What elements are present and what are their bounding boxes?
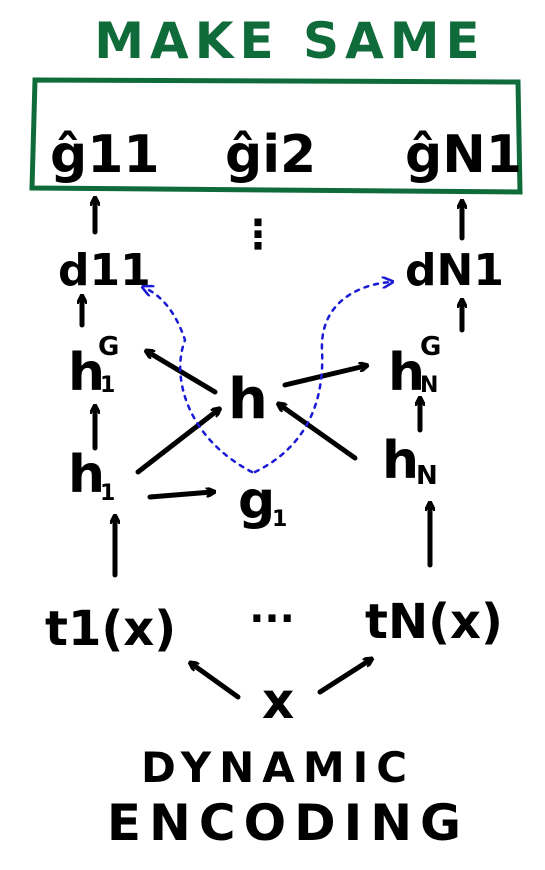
node-h1G-sub: 1 — [100, 373, 115, 398]
node-tNx: tN(x) — [365, 594, 503, 650]
arrow-x-to-tN — [317, 660, 370, 695]
node-hNG-sup: G — [420, 332, 441, 362]
arrow-x-to-t1 — [192, 664, 241, 700]
footer-line2: ENCODING — [107, 794, 469, 852]
node-g1: g — [238, 471, 275, 531]
node-x: x — [262, 672, 294, 730]
arrow-h-to-hNG — [282, 366, 365, 388]
dashed-arrows — [145, 282, 390, 474]
node-h: h — [228, 367, 268, 432]
make-same-box — [29, 77, 523, 195]
node-h1-sub: 1 — [100, 481, 115, 506]
vertical-dots: ⋮ — [238, 212, 278, 258]
arrows — [82, 200, 462, 700]
g-hat-i2: ĝi2 — [225, 125, 316, 185]
node-g1-sub: 1 — [272, 507, 287, 532]
ellipsis: ... — [249, 586, 295, 632]
title: MAKE SAME — [94, 12, 485, 70]
arrow-h1-to-h — [135, 410, 218, 475]
node-t1x: t1(x) — [45, 601, 176, 657]
g-hat-11: ĝ11 — [50, 125, 160, 185]
node-d11: d11 — [58, 245, 151, 296]
dashed-g1-to-dN1 — [253, 282, 390, 474]
node-hNG-sub: N — [420, 373, 438, 398]
node-h1: h — [68, 445, 105, 505]
g-hat-N1: ĝN1 — [405, 125, 522, 185]
arrow-h1-to-g1 — [147, 492, 212, 500]
node-dN1: dN1 — [405, 245, 504, 296]
node-hN: h — [382, 431, 419, 491]
node-hNG: h — [388, 343, 425, 403]
node-h1G-sup: G — [98, 332, 119, 362]
arrow-h-to-h1G — [148, 352, 218, 395]
node-h1G: h — [68, 343, 105, 403]
node-hN-sub: N — [416, 461, 438, 491]
arrow-hN-to-h — [280, 405, 358, 461]
footer-line1: DYNAMIC — [141, 743, 415, 792]
